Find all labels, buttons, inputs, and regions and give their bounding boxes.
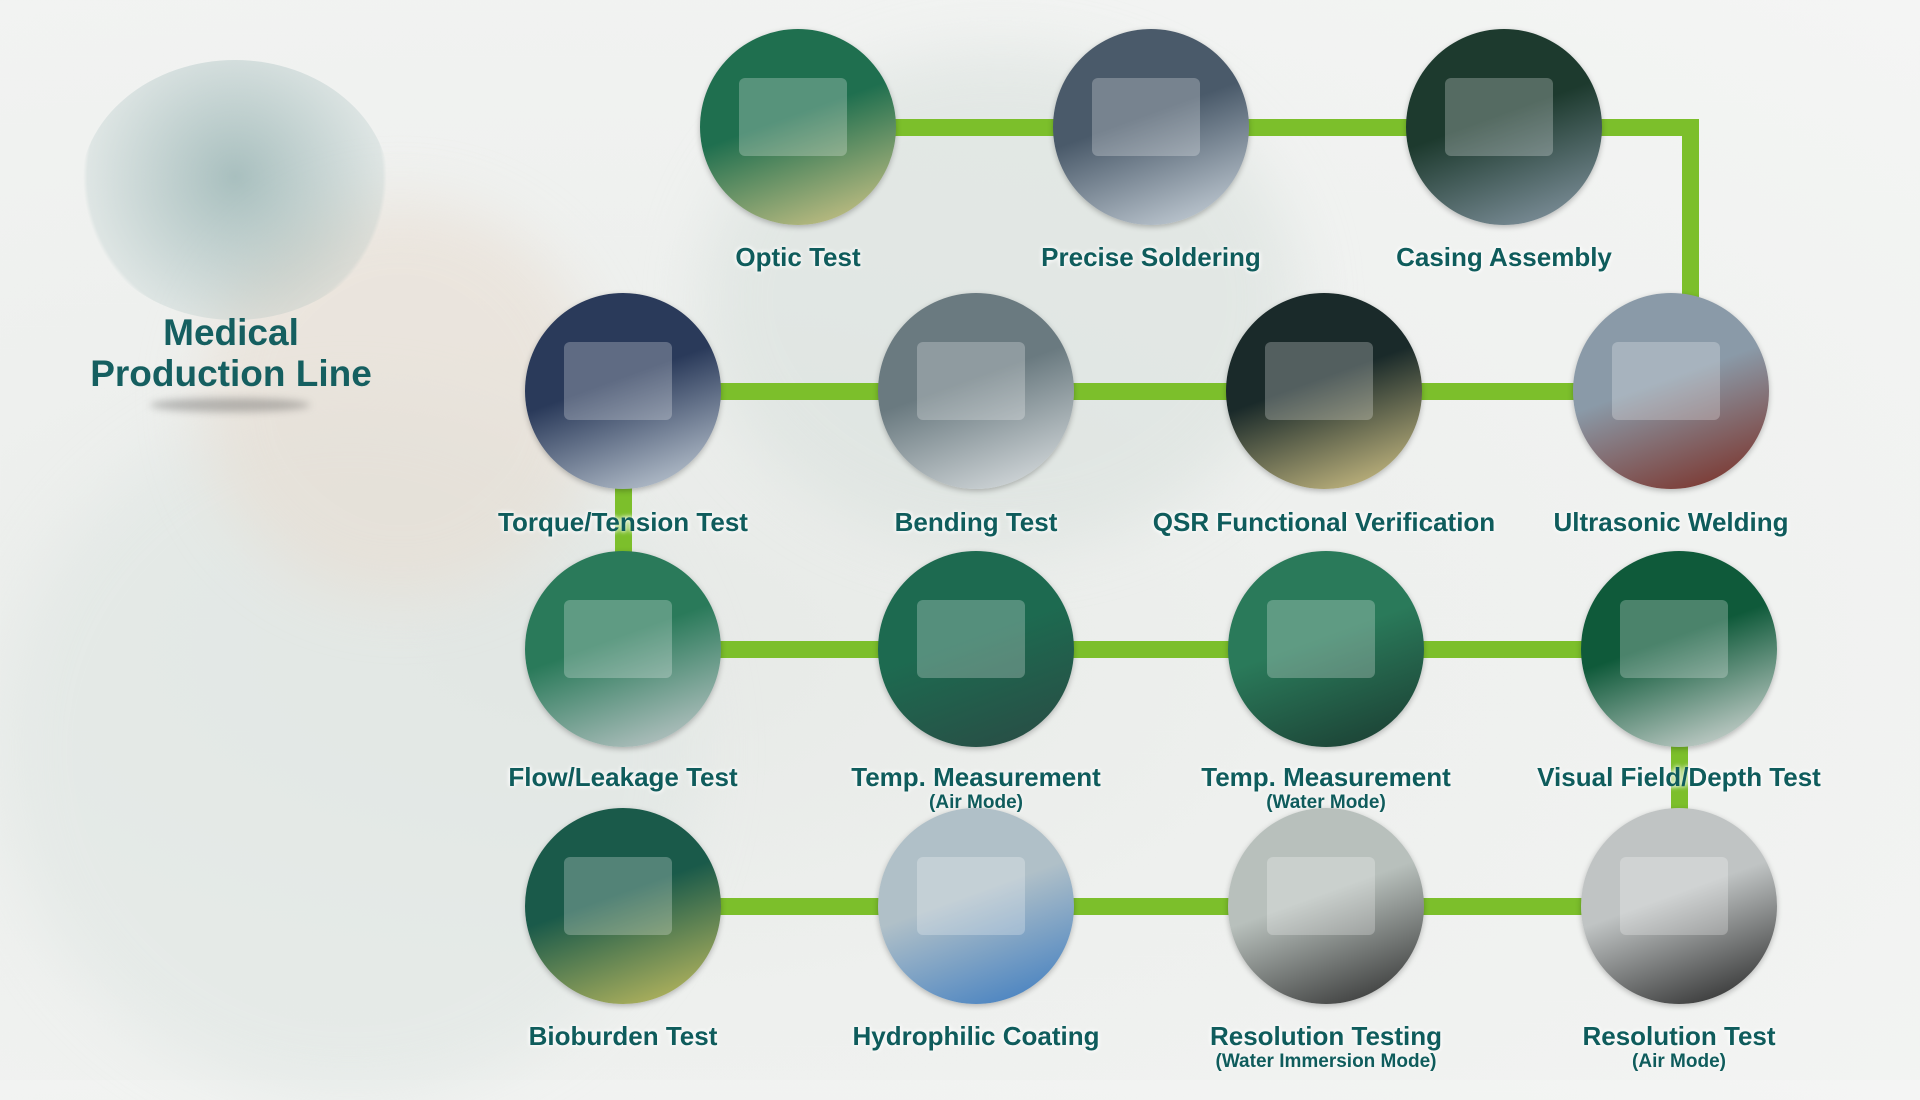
step-label: Flow/Leakage Test <box>508 762 738 792</box>
step-photo <box>1228 551 1424 747</box>
step-label: Bioburden Test <box>528 1021 718 1051</box>
step-photo <box>878 808 1074 1004</box>
step-label: Resolution Test <box>1582 1021 1776 1051</box>
connector-row2 <box>623 383 1683 400</box>
step-label: Temp. Measurement <box>851 762 1101 792</box>
step-photo <box>878 293 1074 489</box>
step-label: Ultrasonic Welding <box>1553 507 1789 537</box>
title-line1: Medical <box>163 312 299 353</box>
title-line2: Production Line <box>90 353 372 394</box>
step-label: Casing Assembly <box>1396 242 1612 272</box>
step-label: Precise Soldering <box>1041 242 1261 272</box>
step-sublabel: (Water Mode) <box>1266 792 1386 813</box>
globe-map-icon <box>80 60 390 320</box>
step-photo <box>525 808 721 1004</box>
step-sublabel: (Air Mode) <box>929 792 1023 813</box>
step-photo <box>1053 29 1249 225</box>
step-photo <box>525 551 721 747</box>
step-photo <box>1226 293 1422 489</box>
step-sublabel: (Air Mode) <box>1632 1051 1726 1072</box>
step-label: Bending Test <box>894 507 1058 537</box>
step-label: Torque/Tension Test <box>498 507 748 537</box>
step-sublabel: (Water Immersion Mode) <box>1215 1051 1437 1072</box>
step-photo <box>525 293 721 489</box>
step-label: Optic Test <box>735 242 861 272</box>
step-photo <box>1581 551 1777 747</box>
step-photo <box>878 551 1074 747</box>
step-label: QSR Functional Verification <box>1152 507 1496 537</box>
step-photo <box>1581 808 1777 1004</box>
step-photo <box>1228 808 1424 1004</box>
step-label: Hydrophilic Coating <box>852 1021 1100 1051</box>
step-label: Visual Field/Depth Test <box>1537 762 1821 792</box>
step-photo <box>1406 29 1602 225</box>
step-photo <box>1573 293 1769 489</box>
step-label: Temp. Measurement <box>1201 762 1451 792</box>
connector-row3 <box>623 641 1683 658</box>
step-label: Resolution Testing <box>1209 1021 1443 1051</box>
step-photo <box>700 29 896 225</box>
connector-row4 <box>623 898 1683 915</box>
page-title: Medical Production Line <box>90 312 372 394</box>
title-shadow <box>150 398 310 412</box>
